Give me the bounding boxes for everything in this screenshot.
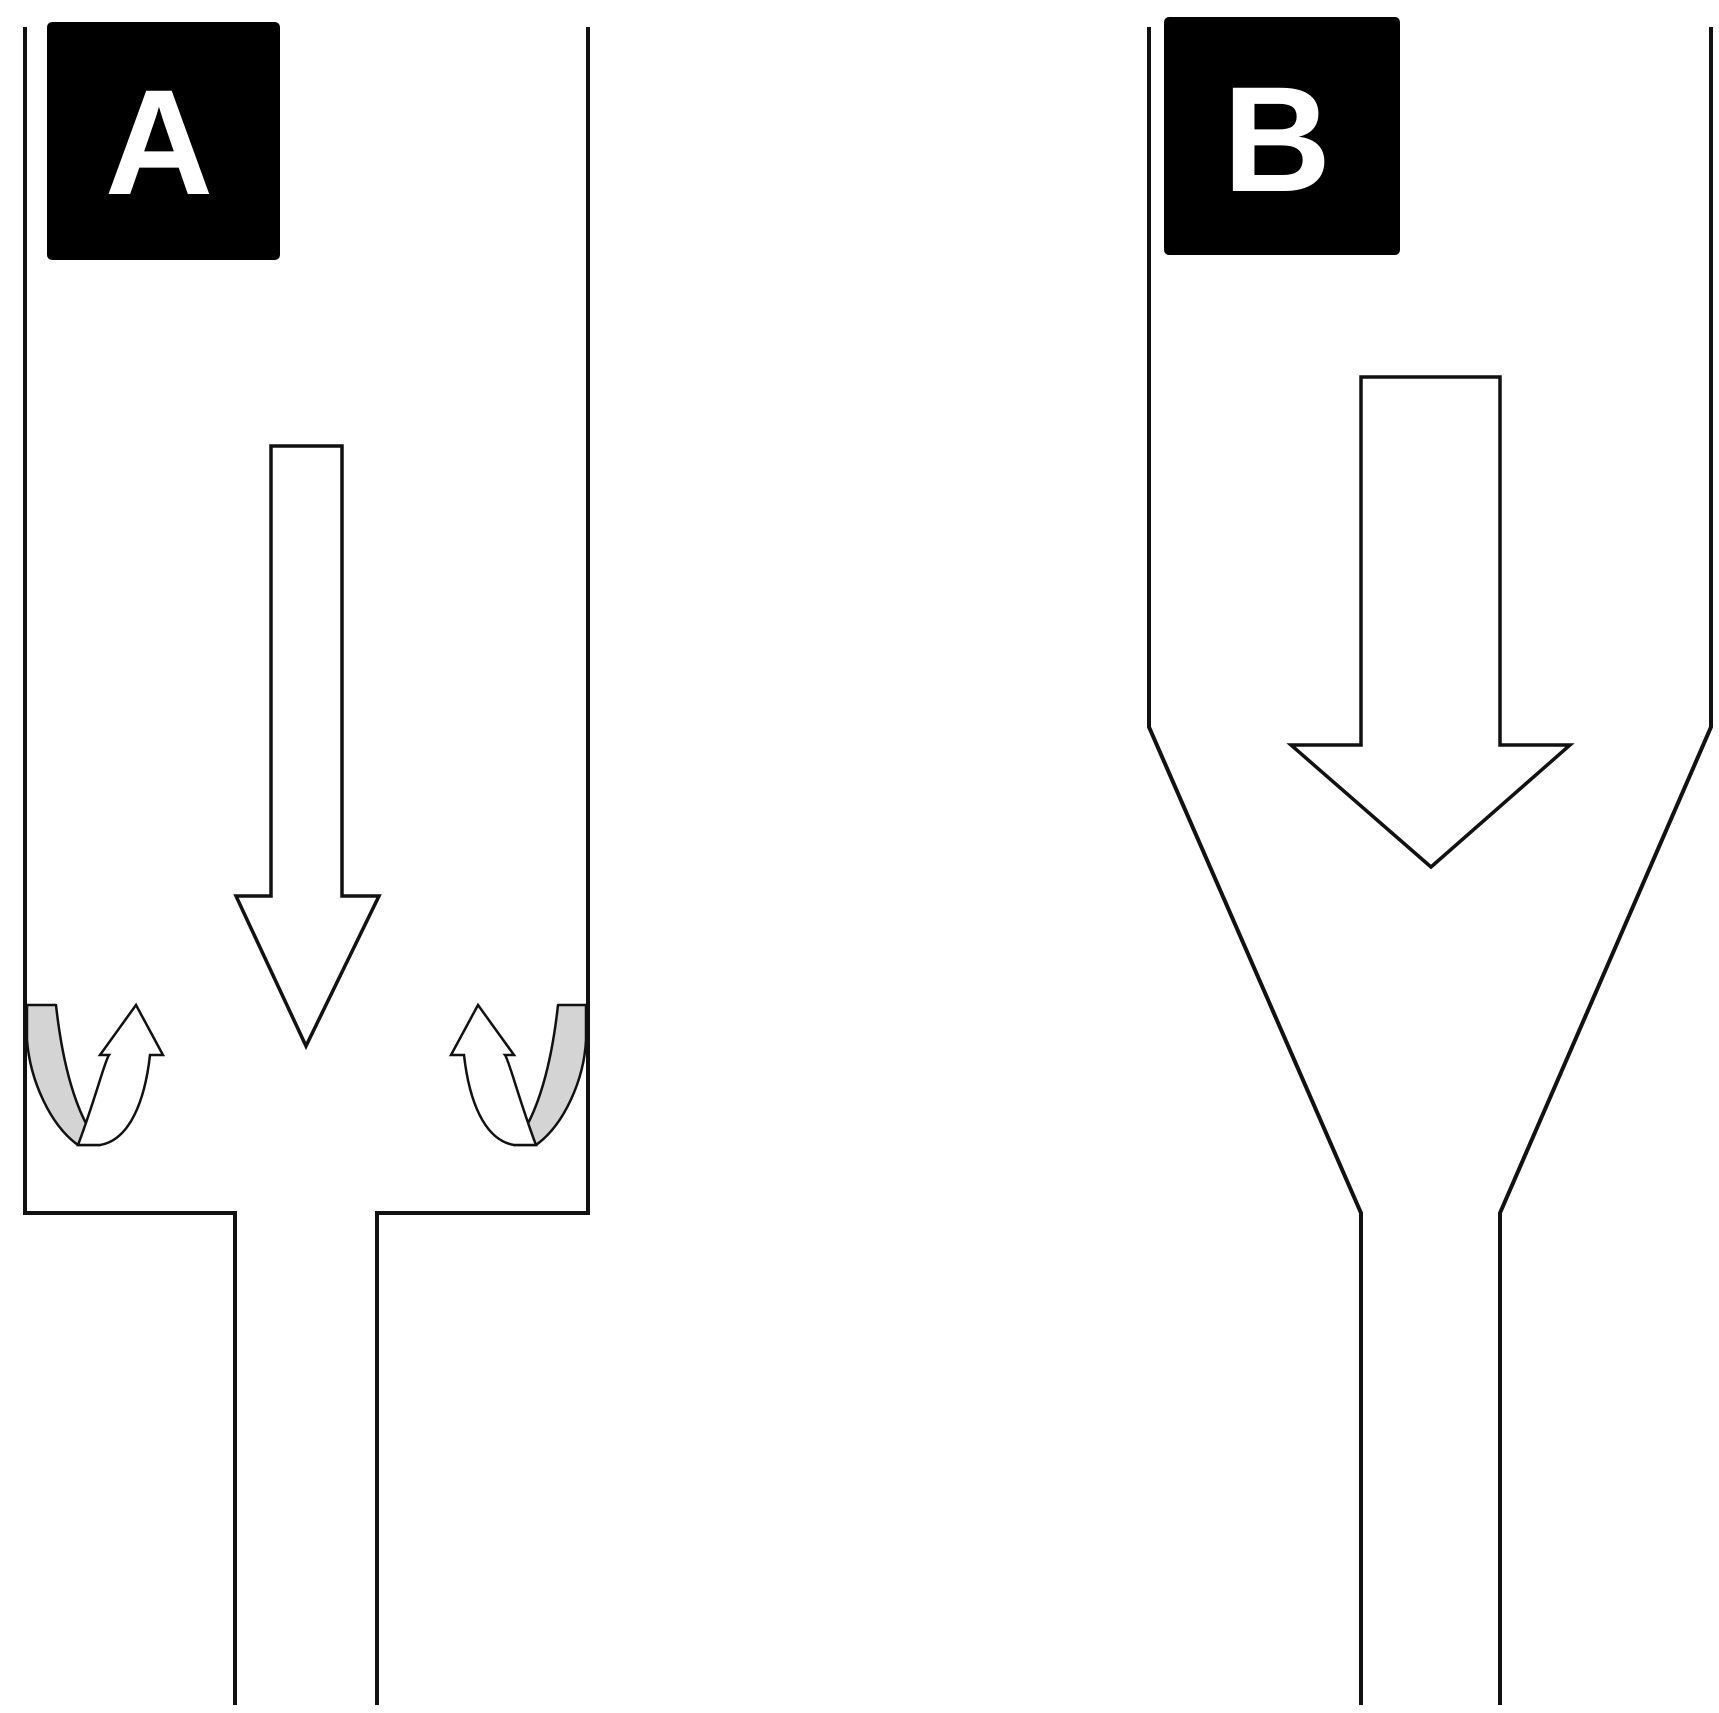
panel-a-right-vortex — [448, 1002, 588, 1147]
panel-b-tube-outline — [1147, 27, 1713, 1705]
panel-b-down-arrow-icon — [1286, 375, 1575, 870]
curved-up-arrow-icon — [76, 1002, 166, 1147]
panel-b-label-text: B — [1223, 55, 1331, 223]
panel-a-tube-outline — [23, 27, 590, 1705]
panel-a-left-vortex — [25, 1002, 166, 1147]
panel-b-label: B — [1164, 17, 1400, 255]
panel-a-down-arrow-icon — [233, 444, 382, 1051]
panel-b: B — [1147, 17, 1713, 1705]
curved-up-arrow-icon — [448, 1002, 538, 1147]
panel-a-label: A — [47, 22, 280, 260]
panel-a-label-box — [47, 22, 280, 260]
panel-a-label-text: A — [105, 58, 213, 226]
panel-b-label-box — [1164, 17, 1400, 255]
panel-a: A — [23, 22, 590, 1705]
